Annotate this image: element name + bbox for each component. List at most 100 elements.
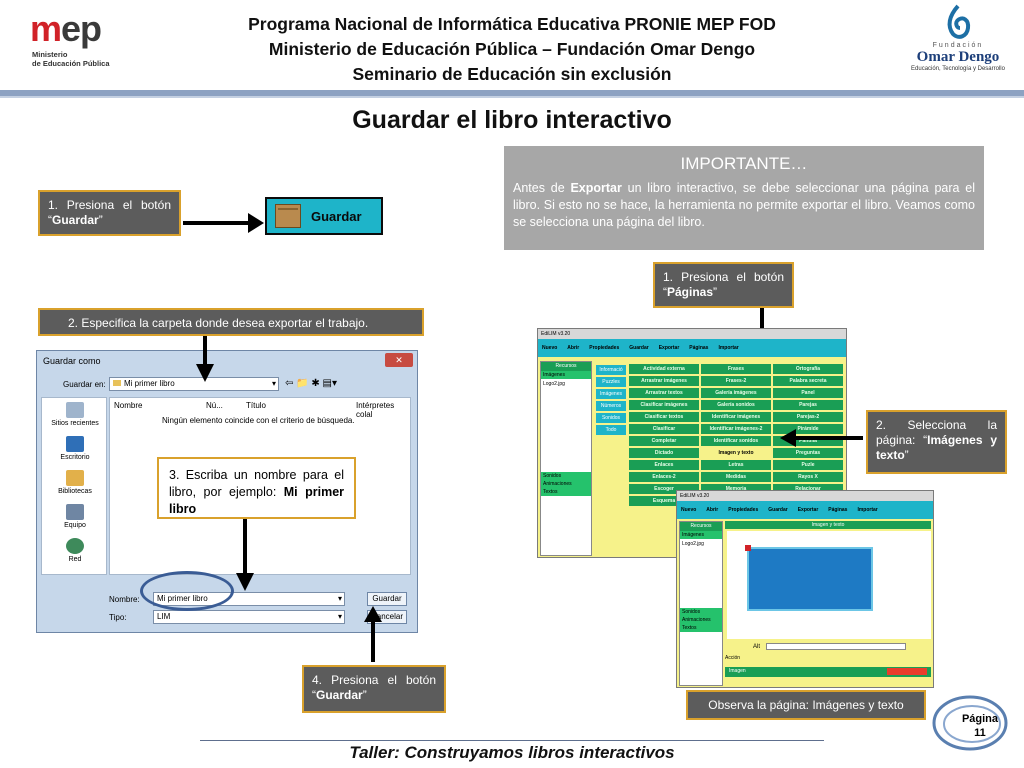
place-desktop[interactable]: Escritorio — [42, 436, 108, 461]
arrow-pages-step2 — [793, 436, 863, 440]
category-sounds[interactable]: Sonidos — [596, 413, 626, 423]
close-icon[interactable]: ✕ — [385, 353, 413, 367]
page-toolbar-pages[interactable]: Páginas — [828, 507, 848, 513]
page-type-cell[interactable]: Arrastrar imágenes — [628, 375, 700, 387]
observe-callout: Observa la página: Imágenes y texto — [686, 690, 926, 720]
edilim-page-titlebar: EdiLIM v3.20 — [677, 491, 933, 501]
page-type-cell[interactable]: Parejas — [772, 399, 844, 411]
place-recent[interactable]: Sitios recientes — [42, 402, 108, 427]
page-type-cell[interactable]: Clasificar — [628, 423, 700, 435]
page-type-cell[interactable]: Rayos X — [772, 471, 844, 483]
page-type-cell[interactable]: Clasificar imágenes — [628, 399, 700, 411]
chevron-down-icon: ▾ — [337, 612, 342, 621]
category-info[interactable]: Informació — [596, 365, 626, 375]
image-handle-icon[interactable] — [745, 545, 751, 551]
page-toolbar-save[interactable]: Guardar — [768, 507, 788, 513]
dialog-save-button[interactable]: Guardar — [367, 592, 407, 606]
page-type-cell[interactable]: Frases — [700, 363, 772, 375]
folder-nav-icons[interactable]: ⇦ 📁 ✱ ▤▾ — [285, 378, 338, 389]
page-resource-file[interactable]: Logo2.jpg — [682, 541, 704, 547]
page-type-cell[interactable]: Galería imágenes — [700, 387, 772, 399]
resources-animations-tab[interactable]: Animaciones — [541, 480, 591, 488]
page-toolbar-new[interactable]: Nuevo — [681, 507, 697, 513]
column-title[interactable]: Título — [246, 401, 267, 410]
page-number-box: Página 11 — [961, 713, 999, 739]
empty-message: Ningún elemento coincide con el criterio… — [162, 416, 355, 425]
resources-pane: Recursos Imágenes Logo2.jpg Sonidos Anim… — [540, 361, 592, 556]
folder-select[interactable]: Mi primer libro ▾ — [109, 377, 279, 391]
toolbar-new[interactable]: Nuevo — [542, 345, 558, 351]
page-type-cell[interactable]: Completar — [628, 435, 700, 447]
page-type-cell[interactable]: Dictado — [628, 447, 700, 459]
resources-images-tab[interactable]: Imágenes — [541, 371, 591, 379]
toolbar-pages[interactable]: Páginas — [689, 345, 709, 351]
category-images[interactable]: Imágenes — [596, 389, 626, 399]
page-type-cell[interactable]: Enlaces — [628, 459, 700, 471]
toolbar-export[interactable]: Exportar — [658, 345, 680, 351]
page-toolbar-open[interactable]: Abrir — [706, 507, 719, 513]
footer-divider — [200, 740, 824, 741]
page-type-cell[interactable]: Panel — [772, 387, 844, 399]
category-numbers[interactable]: Números — [596, 401, 626, 411]
page-resources-texts[interactable]: Textos — [680, 624, 722, 632]
column-name[interactable]: Nombre — [114, 401, 143, 410]
edilim-toolbar: Nuevo Abrir Propiedades Guardar Exportar… — [538, 339, 846, 357]
page-type-cell[interactable]: Pirámide — [772, 423, 844, 435]
resource-file[interactable]: Logo2.jpg — [543, 381, 565, 387]
page-type-cell[interactable]: Preguntas — [772, 447, 844, 459]
place-libraries[interactable]: Bibliotecas — [42, 470, 108, 495]
edilim-page-window: EdiLIM v3.20 Nuevo Abrir Propiedades Gua… — [676, 490, 934, 688]
page-resources-images[interactable]: Imágenes — [680, 531, 722, 539]
page-type-cell[interactable]: Ortografía — [772, 363, 844, 375]
step-2-callout: 2. Especifica la carpeta donde desea exp… — [38, 308, 424, 336]
libraries-icon — [66, 470, 84, 486]
place-network[interactable]: Red — [42, 538, 108, 563]
toolbar-import[interactable]: Importar — [718, 345, 739, 351]
page-type-cell[interactable]: Clasificar textos — [628, 411, 700, 423]
page-type-cell[interactable]: Arrastrar textos — [628, 387, 700, 399]
page-resources-sounds[interactable]: Sonidos — [680, 608, 722, 616]
arrow-step3 — [243, 519, 247, 575]
page-toolbar-export[interactable]: Exportar — [797, 507, 819, 513]
page-resources-animations[interactable]: Animaciones — [680, 616, 722, 624]
page-nav-controls[interactable] — [887, 668, 927, 675]
toolbar-open[interactable]: Abrir — [567, 345, 580, 351]
page-type-cell[interactable]: Palabra secreta — [772, 375, 844, 387]
page-type-cell[interactable]: Identificar imágenes-2 — [700, 423, 772, 435]
mep-logo-word: mep — [30, 8, 102, 49]
column-artists[interactable]: Intérpretes colal — [356, 401, 395, 419]
page-nav-bar[interactable]: Imagen — [725, 667, 931, 677]
page-type-cell[interactable]: Imagen y texto — [700, 447, 772, 459]
image-placeholder[interactable] — [747, 547, 873, 611]
page-type-cell[interactable]: Letras — [700, 459, 772, 471]
column-number[interactable]: Nú... — [206, 401, 223, 410]
page-type-cell[interactable]: Actividad externa — [628, 363, 700, 375]
toolbar-save[interactable]: Guardar — [629, 345, 649, 351]
page-resources-pane: Recursos Imágenes Logo2.jpg Sonidos Anim… — [679, 521, 723, 686]
page-type-cell[interactable]: Parejas-2 — [772, 411, 844, 423]
guardar-button-sample[interactable]: Guardar — [265, 197, 383, 235]
page-type-cell[interactable]: Medidas — [700, 471, 772, 483]
resources-sounds-tab[interactable]: Sonidos — [541, 472, 591, 480]
alt-input[interactable] — [765, 643, 906, 650]
place-computer[interactable]: Equipo — [42, 504, 108, 529]
page-type-cell[interactable]: Frases-2 — [700, 375, 772, 387]
page-toolbar-properties[interactable]: Propiedades — [728, 507, 759, 513]
edilim-titlebar: EdiLIM v3.20 — [538, 329, 846, 339]
header-divider — [0, 90, 1024, 96]
page-type-cell[interactable]: Enlaces-2 — [628, 471, 700, 483]
page-canvas[interactable] — [727, 531, 931, 639]
network-icon — [66, 538, 84, 554]
page-type-cell[interactable]: Galería sonidos — [700, 399, 772, 411]
toolbar-properties[interactable]: Propiedades — [589, 345, 620, 351]
category-all[interactable]: Todo — [596, 425, 626, 435]
category-puzzles[interactable]: Puzzles — [596, 377, 626, 387]
filetype-select[interactable]: LIM ▾ — [153, 610, 345, 624]
page-toolbar-import[interactable]: Importar — [857, 507, 878, 513]
resources-texts-tab[interactable]: Textos — [541, 488, 591, 496]
recent-places-icon — [66, 402, 84, 418]
page-type-cell[interactable]: Identificar sonidos — [700, 435, 772, 447]
page-type-cell[interactable]: Identificar imágenes — [700, 411, 772, 423]
fod-logo-line2: Omar Dengo — [916, 49, 1000, 65]
page-type-cell[interactable]: Puzle — [772, 459, 844, 471]
